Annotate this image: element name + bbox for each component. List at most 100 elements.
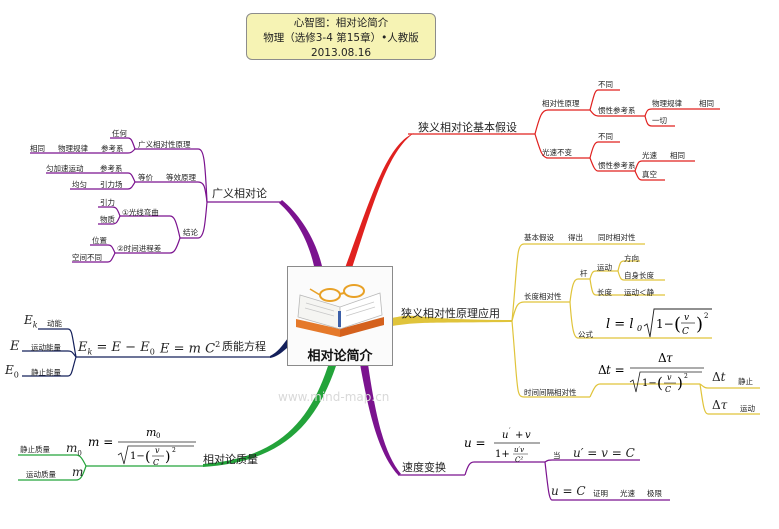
node-lightspeed[interactable]: 光速 [620,489,635,498]
svg-text:1+: 1+ [495,449,510,460]
olive-branch [392,315,512,326]
node-light-constant[interactable]: 光速不变 [542,148,572,157]
relativistic-mass-formula: m = m 0 1− ( v C ) 2 [86,424,198,467]
node-gravity-field[interactable]: 引力场 [100,180,123,189]
node-equivalent[interactable]: 等价 [138,173,153,182]
node-general-principle[interactable]: 广义相对性原理 [138,140,191,149]
node-time-delay[interactable]: ②时间进程差 [117,244,162,253]
svg-text:Δ: Δ [658,351,667,365]
node-narrow-applications[interactable]: 狭义相对性原理应用 [401,307,500,320]
svg-text:v: v [684,313,689,323]
svg-text:): ) [165,449,170,465]
svg-text:τ: τ [666,351,673,365]
node-physical-law[interactable]: 物理规律 [652,99,682,108]
svg-text:Δ: Δ [598,363,607,377]
node-frame[interactable]: 参考系 [101,144,124,153]
node-any[interactable]: 任何 [112,129,127,138]
node-space-different[interactable]: 空间不同 [72,253,102,262]
node-mass-energy[interactable]: 质能方程 [222,340,266,353]
svg-text:2: 2 [172,447,176,454]
svg-text:2: 2 [704,312,708,320]
node-moving[interactable]: 运动 [740,404,755,413]
svg-text:0: 0 [637,324,642,333]
title-line-1: 心智图：相对论简介 [293,17,389,29]
node-formula[interactable]: 公式 [578,330,593,339]
node-gravity[interactable]: 引力 [100,198,115,207]
svg-text:(: ( [657,374,663,392]
node-equivalence[interactable]: 等效原理 [166,173,196,182]
node-length-relativity[interactable]: 长度相对性 [524,292,562,301]
node-time-relativity[interactable]: 时间间隔相对性 [524,388,577,397]
svg-text:m: m [146,426,156,439]
node-uniform[interactable]: 均匀 [72,180,87,189]
delta-tau-symbol: Δτ [712,398,728,412]
svg-text:C²: C² [515,456,523,464]
svg-text:+: + [515,430,523,441]
node-motion-energy[interactable]: 运动能量 [31,343,61,352]
svg-text:1−: 1− [130,451,145,462]
node-moving-lt-rest[interactable]: 运动＜静 [624,288,654,297]
node-same[interactable]: 相同 [699,99,714,108]
length-contraction-formula: l = l 0 1− ( v C ) 2 [604,306,714,340]
node-matter[interactable]: 物质 [100,215,115,224]
svg-text:u: u [502,430,508,441]
svg-text:1−: 1− [656,317,674,331]
node-basic-assumption[interactable]: 基本假设 [524,233,554,242]
node-limit[interactable]: 极限 [647,489,662,498]
node-motion[interactable]: 运动 [597,263,612,272]
svg-text:): ) [696,314,703,335]
node-length[interactable]: 长度 [597,288,612,297]
red-branch [345,133,414,268]
title-box: 心智图：相对论简介 物理（选修3-4 第15章）•人教版 2013.08.16 [246,13,436,60]
watermark: www.mind-map.cn [278,390,390,404]
green-branch [203,366,336,467]
open-book-with-glasses-icon [296,284,384,337]
node-inertial-frame[interactable]: 惯性参考系 [598,106,636,115]
node-narrow-assumptions[interactable]: 狭义相对论基本假设 [418,121,517,134]
m0-symbol: m0 [66,441,82,458]
node-inertial-frame-2[interactable]: 惯性参考系 [598,161,636,170]
node-velocity-transform[interactable]: 速度变换 [402,461,446,474]
svg-text:C: C [153,458,159,466]
node-proof[interactable]: 证明 [593,489,608,498]
node-physical-law-2[interactable]: 物理规律 [58,144,88,153]
node-rod[interactable]: 杆 [580,269,588,278]
node-frame-2[interactable]: 参考系 [100,164,123,173]
kinetic-energy-formula: Ek = E − E0 [78,340,155,357]
node-all[interactable]: 一切 [652,116,667,125]
node-accel-motion[interactable]: 匀加速运动 [46,164,84,173]
node-relativistic-mass[interactable]: 相对论质量 [203,453,258,466]
mass-energy-formula: E = m C2 [160,340,221,357]
center-node[interactable]: 相对论简介 [287,266,393,366]
node-kinetic[interactable]: 动能 [47,319,62,328]
node-same-2[interactable]: 相同 [670,151,685,160]
node-derive[interactable]: 得出 [568,233,583,242]
node-different-2[interactable]: 不同 [598,132,613,141]
svg-text:2: 2 [684,373,688,380]
node-own-length[interactable]: 自身长度 [624,271,654,280]
node-simultaneity[interactable]: 同时相对性 [598,233,636,242]
node-conclusion[interactable]: 结论 [183,228,198,237]
svg-text:0: 0 [156,432,160,440]
node-vacuum[interactable]: 真空 [642,170,657,179]
node-when[interactable]: 当 [553,451,561,460]
u-equals-c-formula: u = C [551,484,586,498]
m-symbol: m [72,465,84,479]
node-rest-mass[interactable]: 静止质量 [20,445,50,454]
node-relativity-principle[interactable]: 相对性原理 [542,99,580,108]
node-rest-energy[interactable]: 静止能量 [31,368,61,377]
node-light-bending[interactable]: ①光线弯曲 [122,208,159,217]
node-different[interactable]: 不同 [598,80,613,89]
svg-text:1−: 1− [642,378,657,389]
svg-text:v: v [667,373,672,382]
node-moving-mass[interactable]: 运动质量 [26,470,56,479]
node-position[interactable]: 位置 [92,236,107,245]
svg-text:): ) [677,374,683,392]
node-same-3[interactable]: 相同 [30,144,45,153]
svg-text:C: C [682,327,689,337]
node-direction[interactable]: 方向 [624,254,639,263]
node-rest[interactable]: 静止 [738,377,753,386]
node-general-relativity[interactable]: 广义相对论 [212,187,267,200]
node-light-speed[interactable]: 光速 [642,151,657,160]
